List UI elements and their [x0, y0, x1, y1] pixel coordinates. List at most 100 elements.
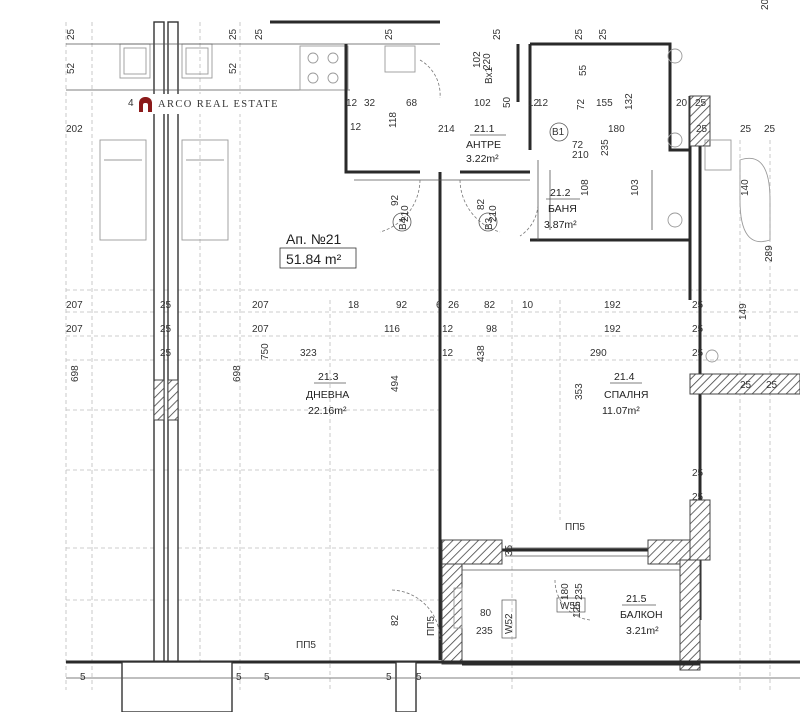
- dimension-label: 25: [228, 28, 239, 40]
- dimension-label: 25: [740, 380, 752, 391]
- dimension-label: 25: [692, 348, 704, 359]
- room-id: 21.3: [318, 371, 339, 383]
- dimension-label: 32: [364, 98, 376, 109]
- dimension-label: 25: [766, 380, 778, 391]
- dimension-label: 698: [232, 365, 243, 382]
- dimension-label: 220: [482, 53, 493, 70]
- dimension-label: 12: [350, 122, 362, 133]
- dimension-label: 149: [738, 303, 749, 320]
- room-id: 21.5: [626, 593, 647, 605]
- dimension-label: 235: [476, 626, 493, 637]
- dimension-label: 20: [760, 0, 771, 10]
- dimension-label: 4: [128, 98, 134, 109]
- dimension-label: 108: [580, 179, 591, 196]
- dimension-label: 25: [160, 300, 172, 311]
- dimension-label: 494: [390, 375, 401, 392]
- room-name: БАЛКОН: [620, 609, 663, 621]
- room-id: 21.1: [474, 123, 495, 135]
- wall-type-label: ПП5: [565, 522, 585, 533]
- background-grid: [65, 22, 800, 690]
- door-code: Вх1: [484, 66, 495, 84]
- dimension-label: 72: [576, 98, 587, 110]
- right-neighbour: [667, 48, 771, 363]
- dimension-label: 438: [476, 345, 487, 362]
- left-columns: [99, 21, 229, 663]
- apartment-walls: [344, 42, 702, 660]
- dimension-label: 6: [436, 300, 442, 311]
- dimension-label: 68: [406, 98, 418, 109]
- room-living: 21.3 ДНЕВНА 22.16m²: [306, 371, 349, 417]
- room-name: БАНЯ: [548, 203, 577, 215]
- dimension-label: 353: [574, 383, 585, 400]
- dimension-label: 5: [416, 672, 422, 683]
- kitchen-strip: [66, 20, 440, 91]
- dimension-label: 25: [740, 124, 752, 135]
- dimension-label: 118: [388, 112, 399, 128]
- room-area: 22.16m²: [308, 405, 347, 417]
- dimension-label: 82: [484, 300, 496, 311]
- dimension-label: 10: [522, 300, 534, 311]
- dimension-label: 80: [480, 608, 492, 619]
- dimension-labels: 2525252525252552521022205557412326810250…: [66, 0, 778, 683]
- dimension-label: 52: [66, 62, 77, 74]
- wall-type-labels: ПП5 ПП5 ПП5: [296, 522, 585, 651]
- company-logo: ARCO REAL ESTATE: [137, 94, 285, 114]
- dimension-label: 103: [630, 179, 641, 196]
- dimension-label: 12: [346, 98, 358, 109]
- dimension-label: 25: [574, 28, 585, 40]
- dimension-label: 25: [598, 28, 609, 40]
- dimension-label: 20: [676, 98, 688, 109]
- dimension-label: 102: [474, 98, 491, 109]
- dimension-label: 82: [390, 614, 401, 626]
- dimension-label: 207: [66, 300, 83, 311]
- dimension-label: 25: [692, 324, 704, 335]
- logo-text: ARCO REAL ESTATE: [158, 98, 279, 110]
- balcony-outline: [453, 547, 700, 666]
- dimension-label: 72: [572, 140, 584, 151]
- dimension-label: 210: [488, 205, 499, 222]
- dimension-label: 155: [596, 98, 613, 109]
- dimension-label: 25: [692, 492, 704, 503]
- dimension-label: 12: [442, 348, 454, 359]
- dimension-label: 25: [66, 28, 77, 40]
- apartment-number: Ап. №21: [286, 231, 342, 247]
- dimension-label: 50: [502, 96, 513, 108]
- dimension-label: 25: [764, 124, 776, 135]
- dimension-label: 98: [486, 324, 498, 335]
- apartment-label: Ап. №21 51.84 m²: [279, 231, 357, 269]
- dimension-label: 25: [695, 98, 707, 109]
- dimension-label: 5: [80, 672, 86, 683]
- room-balcony: 21.5 БАЛКОН 3.21m²: [620, 593, 663, 637]
- dimension-label: 25: [384, 28, 395, 40]
- room-bathroom: 21.2 БАНЯ 3.87m²: [544, 187, 580, 231]
- wall-type-label: ПП5: [296, 640, 316, 651]
- room-area: 11.07m²: [602, 405, 640, 417]
- room-bedroom: 21.4 СПАЛНЯ 11.07m²: [602, 371, 648, 417]
- dimension-label: 12: [528, 98, 540, 109]
- dimension-label: 207: [252, 324, 269, 335]
- structural-columns: [441, 95, 800, 671]
- room-id: 21.4: [614, 371, 635, 383]
- dimension-label: 12: [442, 324, 454, 335]
- dimension-label: 35: [504, 544, 515, 556]
- dimension-label: 698: [70, 365, 81, 382]
- room-id: 21.2: [550, 187, 571, 199]
- dimension-label: 82: [476, 198, 487, 210]
- door-code: B4: [398, 217, 409, 230]
- dimension-label: 5: [264, 672, 270, 683]
- dimension-label: 26: [448, 300, 460, 311]
- dimension-label: 5: [386, 672, 392, 683]
- dimension-label: 180: [608, 124, 625, 135]
- room-area: 3.21m²: [626, 625, 659, 637]
- dimension-label: 210: [400, 205, 411, 222]
- apartment-area: 51.84 m²: [286, 251, 342, 267]
- dimension-label: 25: [692, 468, 704, 479]
- window-code: W55: [560, 601, 581, 612]
- dimension-label: 12: [537, 98, 549, 109]
- dimension-label: 207: [66, 324, 83, 335]
- room-name: АНТРЕ: [466, 139, 501, 151]
- door-code: B1: [552, 127, 565, 138]
- dimension-label: 207: [252, 300, 269, 311]
- dimension-label: 92: [390, 194, 401, 206]
